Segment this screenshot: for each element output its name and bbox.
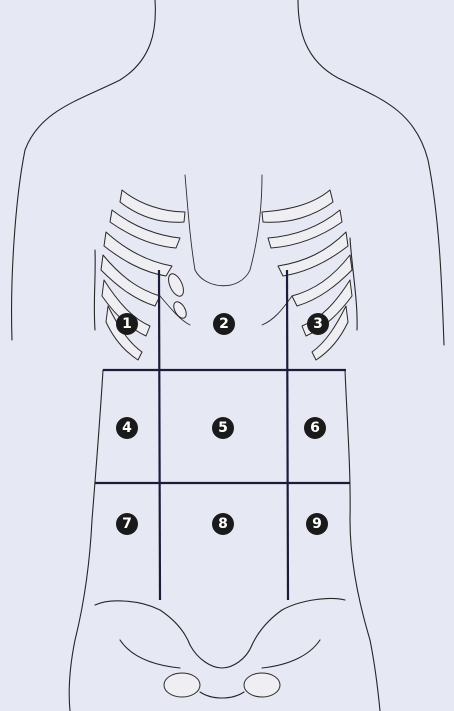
region-marker-3: 3 [307, 313, 329, 335]
right-hip-socket [244, 673, 280, 697]
region-label: 1 [122, 316, 132, 332]
body-outline [12, 0, 444, 711]
region-marker-7: 7 [116, 513, 138, 535]
sternum-left [185, 175, 195, 270]
region-label: 7 [122, 516, 132, 532]
sacrum [190, 645, 252, 668]
right-rib-1 [262, 190, 333, 222]
region-marker-1: 1 [116, 313, 138, 335]
region-marker-9: 9 [306, 513, 328, 535]
xiphoid [195, 270, 250, 286]
region-marker-6: 6 [304, 417, 326, 439]
right-arm-inner-line [350, 238, 357, 330]
region-marker-4: 4 [116, 417, 138, 439]
right-flank-line [345, 370, 380, 711]
region-label: 9 [312, 516, 322, 532]
right-iliac-crest [252, 598, 345, 645]
left-rib-cartilage-a [165, 272, 186, 299]
right-pelvic-wing [262, 640, 320, 668]
region-marker-2: 2 [213, 313, 235, 335]
right-vertical-line [287, 270, 288, 600]
region-markers: 1 2 3 4 5 6 7 8 9 [116, 313, 329, 535]
region-label: 5 [218, 420, 228, 436]
region-marker-5: 5 [212, 417, 234, 439]
region-label: 8 [218, 516, 228, 532]
region-label: 4 [122, 420, 132, 436]
pelvis [95, 598, 345, 698]
sternum-right [250, 175, 262, 270]
left-rib-cartilage-b [171, 300, 189, 321]
left-iliac-crest [95, 601, 190, 645]
left-rib-1 [120, 190, 185, 222]
region-label: 3 [313, 316, 323, 332]
region-label: 6 [310, 420, 320, 436]
left-vertical-line [159, 270, 160, 600]
left-flank-line [69, 370, 103, 711]
region-label: 2 [219, 316, 229, 332]
region-marker-8: 8 [212, 513, 234, 535]
pubic-arch [200, 692, 244, 698]
left-pelvic-wing [120, 640, 180, 668]
left-arm-inner-line [94, 250, 95, 330]
left-hip-socket [164, 673, 200, 697]
